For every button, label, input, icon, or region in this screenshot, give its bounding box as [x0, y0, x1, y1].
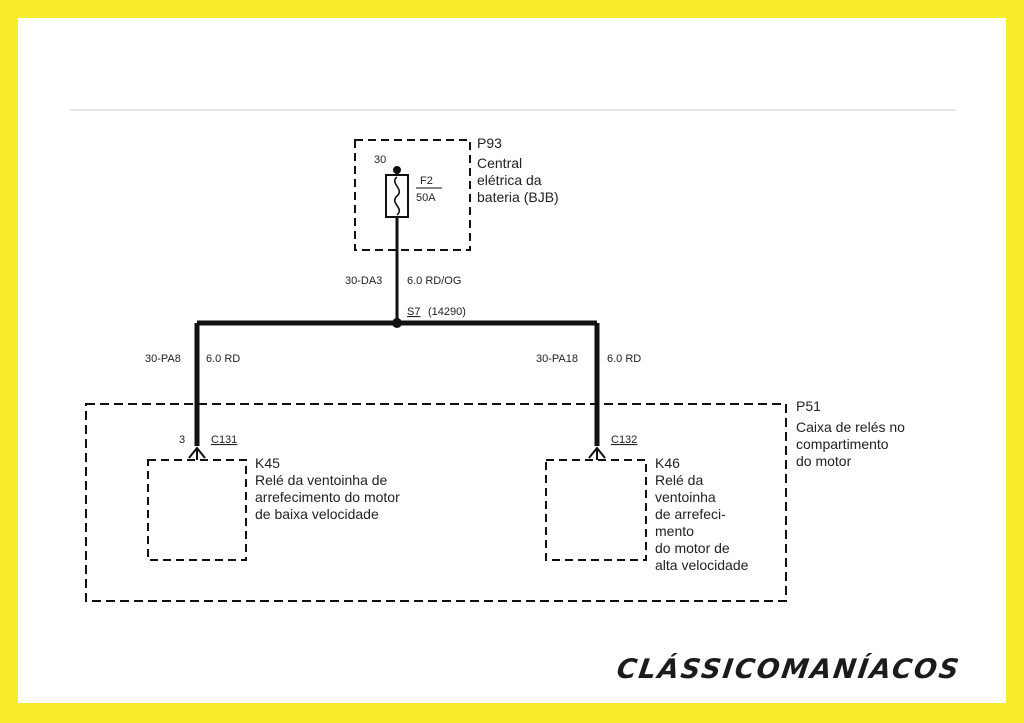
k46-desc-5: do motor de: [655, 540, 730, 556]
p93-desc-2: elétrica da: [477, 172, 542, 188]
k45-desc-1: Relé da ventoinha de: [255, 472, 388, 488]
k46-box: [545, 459, 647, 561]
p51-desc-1: Caixa de relés no: [796, 419, 905, 435]
c131-label: C131: [211, 434, 237, 446]
left-spec-label: 6.0 RD: [206, 353, 240, 365]
p51-desc-2: compartimento: [796, 436, 889, 452]
right-spec-label: 6.0 RD: [607, 353, 641, 365]
k46-desc-6: alta velocidade: [655, 557, 749, 573]
p51-box: [85, 403, 787, 602]
wiring-diagram: P93 Central elétrica da bateria (BJB) 30…: [70, 109, 956, 602]
fuse-rating: 50A: [416, 192, 436, 204]
splice-code: (14290): [428, 306, 466, 318]
k46-id: K46: [655, 455, 680, 471]
k45-pin: 3: [179, 434, 185, 446]
splice-dot: [392, 318, 402, 328]
main-circuit-label: 30-DA3: [345, 275, 382, 287]
diagram-frame: P93 Central elétrica da bateria (BJB) 30…: [18, 18, 1006, 703]
fuse-element-icon: [393, 176, 401, 216]
k46-desc-1: Relé da: [655, 472, 703, 488]
p93-desc-3: bateria (BJB): [477, 189, 559, 205]
right-circuit-label: 30-PA18: [536, 353, 578, 365]
k46-desc-2: ventoinha: [655, 489, 716, 505]
p93-box: [354, 139, 471, 251]
c132-label: C132: [611, 434, 637, 446]
k46-desc-4: mento: [655, 523, 694, 539]
k45-desc-3: de baixa velocidade: [255, 506, 379, 522]
p51-desc-3: do motor: [796, 453, 852, 469]
main-spec-label: 6.0 RD/OG: [407, 275, 461, 287]
p93-desc-1: Central: [477, 155, 522, 171]
splice-id: S7: [407, 306, 420, 318]
p93-pin: 30: [374, 154, 386, 166]
brand-logo: CLÁSSICOMANÍACOS: [614, 654, 963, 685]
left-circuit-label: 30-PA8: [145, 353, 181, 365]
fuse-id: F2: [420, 175, 433, 187]
p51-id: P51: [796, 398, 821, 414]
k45-desc-2: arrefecimento do motor: [255, 489, 400, 505]
p93-id: P93: [477, 135, 502, 151]
k46-desc-3: de arrefeci-: [655, 506, 726, 522]
k45-box: [147, 459, 247, 561]
k45-id: K45: [255, 455, 280, 471]
